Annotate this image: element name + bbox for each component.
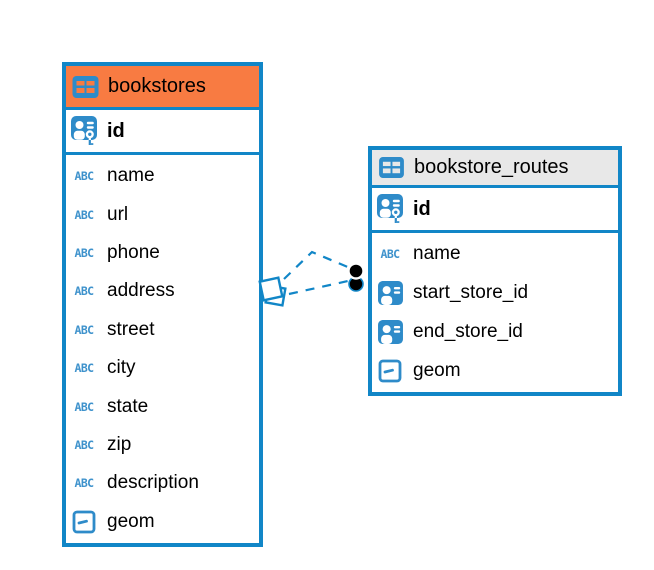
geometry-type-icon bbox=[70, 510, 98, 534]
table-card-bookstores[interactable]: bookstores id ABC name ABC url ABC phone bbox=[62, 62, 263, 547]
column-row[interactable]: start_store_id bbox=[372, 274, 618, 313]
table-name: bookstores bbox=[108, 75, 206, 97]
text-type-icon: ABC bbox=[74, 246, 95, 261]
text-type-icon: ABC bbox=[380, 247, 401, 262]
column-row[interactable]: ABC name bbox=[66, 157, 259, 195]
table-icon bbox=[71, 75, 99, 98]
column-row[interactable]: geom bbox=[66, 503, 259, 541]
reference-type-icon bbox=[376, 281, 404, 306]
column-row[interactable]: ABC url bbox=[66, 195, 259, 233]
column-row[interactable]: ABC address bbox=[66, 272, 259, 310]
text-type-icon: ABC bbox=[74, 438, 95, 453]
column-row[interactable]: ABC name bbox=[372, 235, 618, 274]
primary-key-icon bbox=[70, 116, 98, 146]
text-type-icon: ABC bbox=[74, 207, 95, 222]
column-name: geom bbox=[413, 359, 461, 381]
column-name: geom bbox=[107, 510, 155, 532]
table-name: bookstore_routes bbox=[414, 156, 569, 178]
primary-key-row[interactable]: id bbox=[372, 188, 618, 233]
column-list: ABC name ABC url ABC phone ABC address A… bbox=[66, 155, 259, 543]
one-end-marker bbox=[347, 262, 365, 292]
column-name: description bbox=[107, 472, 199, 494]
table-icon bbox=[377, 157, 405, 178]
primary-key-icon bbox=[376, 194, 404, 224]
column-name: address bbox=[107, 280, 175, 302]
table-card-bookstore-routes[interactable]: bookstore_routes id ABC name bbox=[368, 146, 622, 396]
geometry-type-icon bbox=[376, 359, 404, 383]
text-type-icon: ABC bbox=[74, 169, 95, 184]
primary-key-name: id bbox=[413, 197, 431, 220]
relationship-connector[interactable] bbox=[258, 250, 365, 307]
table-header[interactable]: bookstores bbox=[66, 66, 259, 110]
text-type-icon: ABC bbox=[74, 361, 95, 376]
relationship-line[interactable] bbox=[283, 250, 351, 280]
column-name: name bbox=[107, 165, 155, 187]
column-name: phone bbox=[107, 242, 160, 264]
column-name: start_store_id bbox=[413, 282, 529, 304]
text-type-icon: ABC bbox=[74, 476, 95, 491]
reference-type-icon bbox=[376, 319, 404, 344]
column-row[interactable]: ABC street bbox=[66, 311, 259, 349]
column-name: end_store_id bbox=[413, 320, 523, 342]
table-header[interactable]: bookstore_routes bbox=[372, 150, 618, 188]
primary-key-row[interactable]: id bbox=[66, 110, 259, 155]
column-row[interactable]: ABC phone bbox=[66, 234, 259, 272]
column-name: zip bbox=[107, 434, 132, 456]
column-row[interactable]: ABC zip bbox=[66, 426, 259, 464]
column-name: name bbox=[413, 243, 461, 265]
column-list: ABC name start_store_id end_store_id geo… bbox=[372, 233, 618, 392]
column-name: city bbox=[107, 357, 136, 379]
column-name: street bbox=[107, 318, 155, 340]
column-row[interactable]: end_store_id bbox=[372, 313, 618, 352]
column-name: url bbox=[107, 203, 129, 225]
text-type-icon: ABC bbox=[74, 322, 95, 337]
relationship-line[interactable] bbox=[288, 279, 349, 296]
text-type-icon: ABC bbox=[74, 399, 95, 414]
primary-key-name: id bbox=[107, 119, 125, 142]
column-row[interactable]: geom bbox=[372, 351, 618, 390]
column-row[interactable]: ABC state bbox=[66, 387, 259, 425]
text-type-icon: ABC bbox=[74, 284, 95, 299]
column-row[interactable]: ABC description bbox=[66, 464, 259, 502]
column-name: state bbox=[107, 395, 149, 417]
column-row[interactable]: ABC city bbox=[66, 349, 259, 387]
many-end-marker bbox=[258, 276, 287, 307]
